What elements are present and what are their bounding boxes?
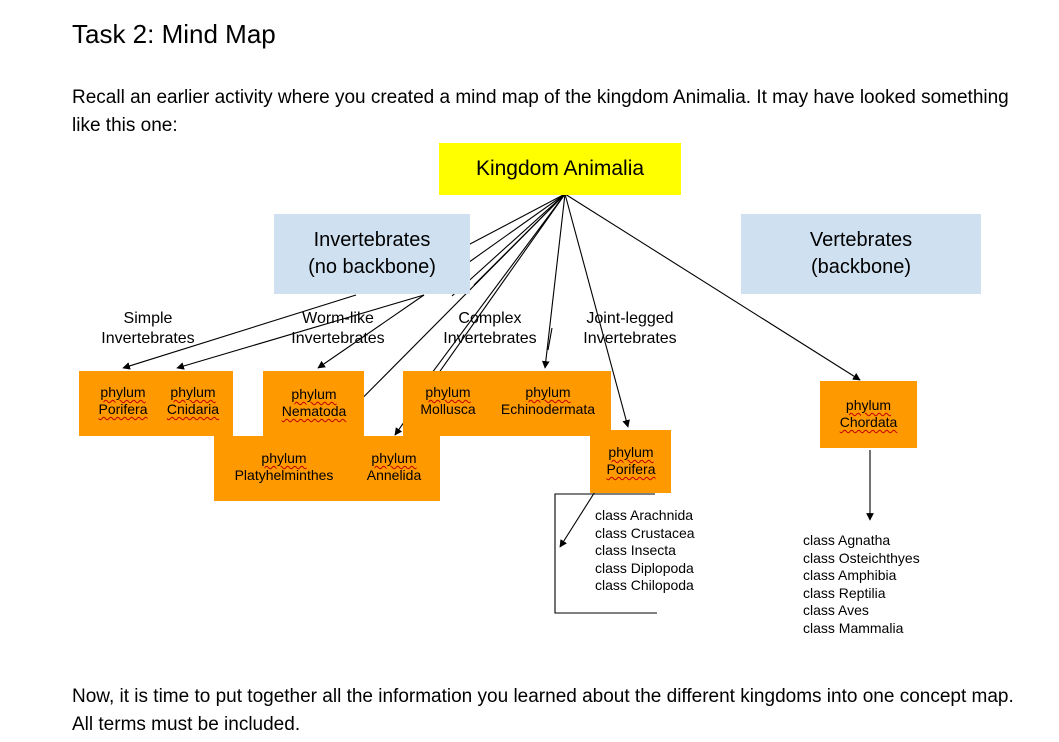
complex-line2: Invertebrates — [443, 330, 537, 347]
phylum-nematoda-name: Nematoda — [281, 403, 347, 419]
chordate-class-list: class Agnatha class Osteichthyes class A… — [803, 532, 920, 637]
outro-paragraph: Now, it is time to put together all the … — [72, 686, 1014, 735]
phylum-group-nematoda — [263, 371, 364, 436]
phylum-annelida-word: phylum — [371, 450, 417, 466]
phylum-nematoda: phylum Nematoda — [270, 386, 358, 420]
kingdom-animalia-label: Kingdom Animalia — [475, 157, 645, 180]
phylum-chordata: phylum Chordata — [824, 397, 913, 431]
phylum-group-arthropoda — [590, 430, 671, 493]
phylum-annelida: phylum Annelida — [356, 450, 432, 484]
separator-complex-joint — [547, 327, 553, 351]
link-arthropoda-classes — [559, 486, 599, 548]
joint-legged-invertebrates-label: Joint-legged Invertebrates — [570, 309, 690, 349]
phylum-chordata-name: Chordata — [839, 414, 898, 430]
link-root-invertebrates — [450, 193, 566, 255]
complex-line1: Complex — [458, 310, 522, 327]
link-root-arthropoda — [564, 193, 630, 428]
phylum-echinodermata: phylum Echinodermata — [490, 384, 606, 418]
link-inv-nematoda — [317, 294, 425, 369]
class-item: class Agnatha — [803, 532, 891, 548]
simple-line2: Invertebrates — [101, 330, 195, 347]
class-item: class Insecta — [595, 542, 676, 558]
phylum-mollusca: phylum Mollusca — [412, 384, 484, 418]
class-item: class Chilopoda — [595, 577, 694, 593]
phylum-echinodermata-name: Echinodermata — [500, 401, 596, 417]
phylum-group-chordata — [820, 381, 917, 448]
invertebrates-line1: Invertebrates — [313, 229, 431, 251]
phylum-group-worms — [214, 436, 440, 501]
link-root-complex — [451, 193, 566, 297]
link-root-inv-2 — [464, 193, 566, 266]
phylum-arthropoda-word: phylum — [608, 444, 654, 460]
phylum-platyhelminthes-name: Platyhelminthes — [234, 467, 334, 483]
link-inv-cnidaria — [176, 294, 425, 370]
phylum-porifera-name: Porifera — [98, 401, 148, 417]
class-item: class Diplopoda — [595, 559, 694, 576]
link-inv-porifera — [122, 294, 357, 370]
vertebrates-line2: (backbone) — [810, 256, 912, 278]
phylum-platyhelminthes-word: phylum — [261, 450, 307, 466]
invertebrates-box: Invertebrates (no backbone) — [274, 214, 470, 294]
arthropod-class-list: class Arachnida class Crustacea class In… — [595, 507, 695, 595]
phylum-cnidaria-word: phylum — [170, 384, 216, 400]
class-item: class Aves — [803, 602, 869, 618]
arthropod-bracket — [554, 493, 657, 614]
class-item: class Mammalia — [803, 619, 904, 636]
phylum-arthropoda: phylum Porifera — [594, 444, 668, 478]
worm-line1: Worm-like — [302, 310, 374, 327]
phylum-porifera-word: phylum — [100, 384, 146, 400]
jointed-line2: Invertebrates — [583, 330, 677, 347]
phylum-annelida-name: Annelida — [366, 467, 422, 483]
vertebrates-line1: Vertebrates — [809, 229, 913, 251]
link-root-chordata — [564, 193, 861, 381]
phylum-cnidaria: phylum Cnidaria — [160, 384, 226, 418]
class-item: class Reptilia — [803, 584, 886, 601]
link-root-echinodermata — [541, 193, 566, 369]
vertebrates-box: Vertebrates (backbone) — [741, 214, 981, 294]
phylum-cnidaria-name: Cnidaria — [166, 401, 220, 417]
class-item: class Osteichthyes — [803, 549, 920, 566]
class-item: class Amphibia — [803, 567, 897, 583]
phylum-group-simple — [79, 371, 233, 436]
simple-line1: Simple — [123, 310, 173, 327]
task-heading: Task 2: Mind Map — [72, 19, 276, 49]
phylum-mollusca-word: phylum — [425, 384, 471, 400]
phylum-arthropoda-name: Porifera — [606, 461, 656, 477]
class-item: class Arachnida — [595, 507, 694, 523]
complex-invertebrates-label: Complex Invertebrates — [430, 309, 550, 349]
simple-invertebrates-label: Simple Invertebrates — [88, 309, 208, 349]
phylum-platyhelminthes: phylum Platyhelminthes — [222, 450, 346, 484]
class-item: class Crustacea — [595, 524, 695, 541]
phylum-mollusca-name: Mollusca — [420, 401, 476, 417]
phylum-group-complex — [403, 371, 611, 436]
worm-like-invertebrates-label: Worm-like Invertebrates — [278, 309, 398, 349]
phylum-echinodermata-word: phylum — [525, 384, 571, 400]
invertebrates-line2: (no backbone) — [308, 256, 436, 278]
phylum-nematoda-word: phylum — [291, 386, 337, 402]
link-root-mollusca — [422, 193, 566, 386]
jointed-line1: Joint-legged — [586, 310, 674, 327]
intro-paragraph: Recall an earlier activity where you cre… — [72, 87, 1009, 136]
phylum-chordata-word: phylum — [845, 397, 892, 413]
worm-line2: Invertebrates — [291, 330, 385, 347]
kingdom-animalia-box: Kingdom Animalia — [439, 143, 681, 195]
phylum-porifera: phylum Porifera — [90, 384, 156, 418]
